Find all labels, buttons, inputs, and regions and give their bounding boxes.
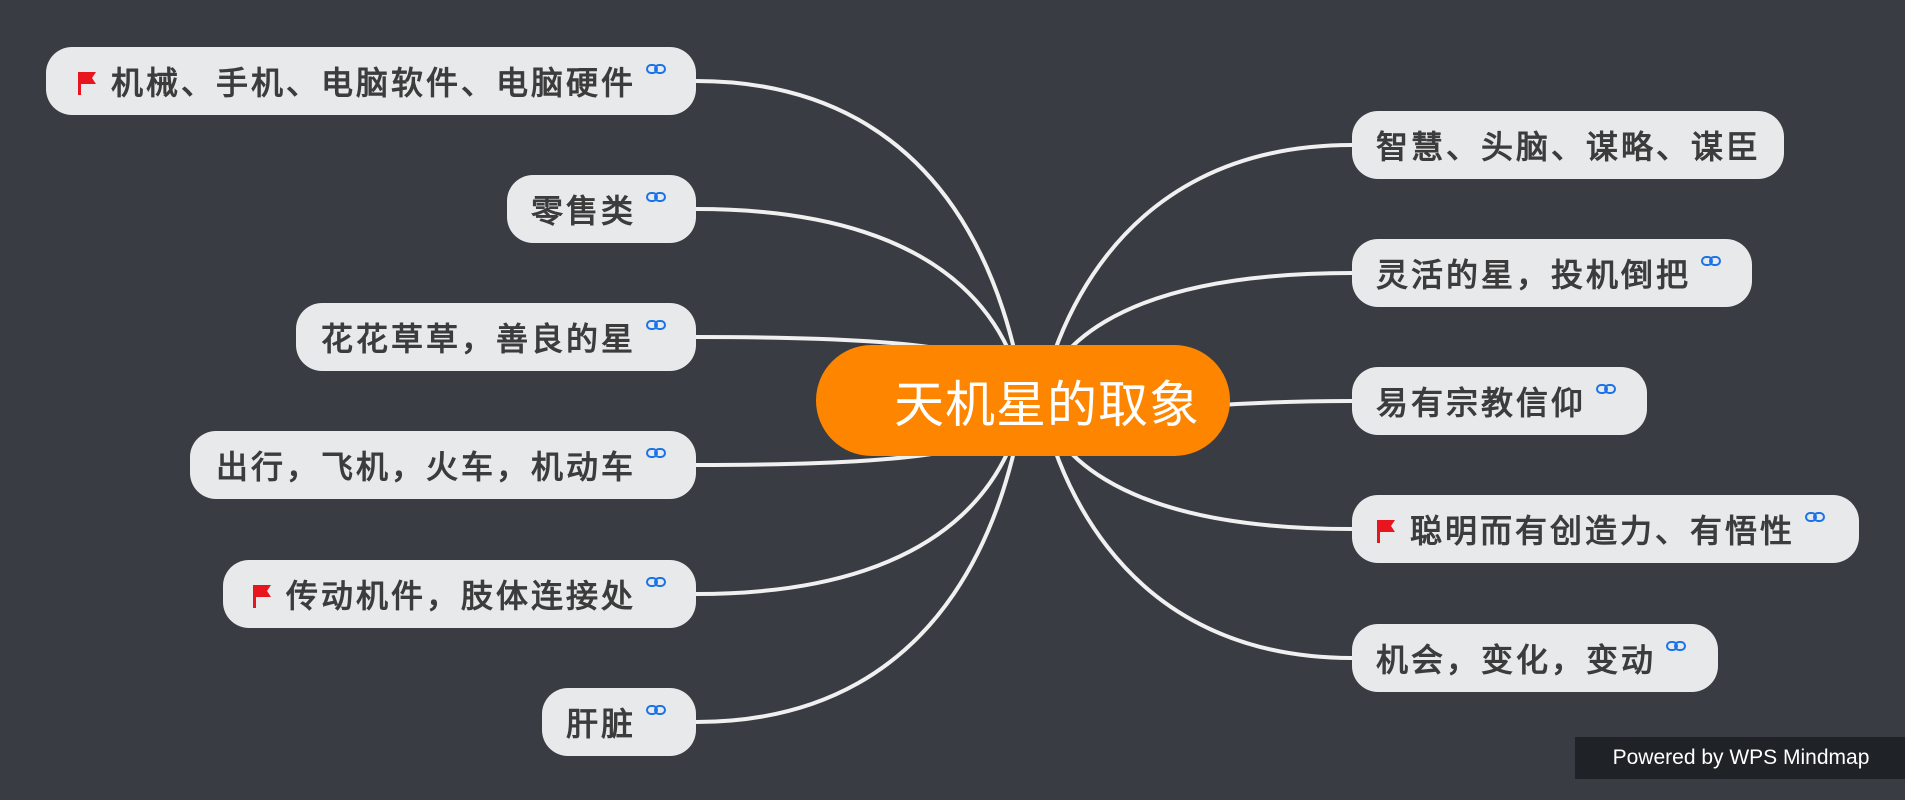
topic-label: 机会，变化，变动 (1376, 641, 1657, 679)
topic-label: 传动机件，肢体连接处 (285, 577, 636, 615)
link-icon[interactable] (646, 190, 666, 204)
link-icon[interactable] (1701, 254, 1722, 268)
topic-liver[interactable]: 肝脏 (542, 688, 696, 756)
topic-label: 智慧、头脑、谋略、谋臣 (1376, 128, 1762, 166)
topic-label: 易有宗教信仰 (1376, 384, 1587, 422)
topic-flexible[interactable]: 灵活的星，投机倒把 (1352, 239, 1752, 307)
topic-opportunity[interactable]: 机会，变化，变动 (1352, 624, 1718, 692)
topic-creativity[interactable]: 聪明而有创造力、有悟性 (1352, 495, 1859, 563)
topic-label: 肝脏 (566, 705, 637, 743)
topic-flowers[interactable]: 花花草草，善良的星 (296, 303, 696, 371)
topic-retail[interactable]: 零售类 (507, 175, 696, 243)
watermark-text: Powered by WPS Mindmap (1612, 746, 1870, 769)
link-icon[interactable] (1596, 382, 1617, 396)
link-icon[interactable] (646, 703, 666, 717)
link-icon[interactable] (1666, 639, 1687, 653)
topic-wisdom[interactable]: 智慧、头脑、谋略、谋臣 (1352, 111, 1784, 179)
topic-label: 机械、手机、电脑软件、电脑硬件 (110, 64, 636, 102)
topic-label: 灵活的星，投机倒把 (1376, 256, 1692, 294)
link-icon[interactable] (646, 446, 666, 460)
link-icon[interactable] (1805, 510, 1826, 524)
topic-label: 聪明而有创造力、有悟性 (1410, 512, 1796, 550)
wps-watermark: Powered by WPS Mindmap (1575, 737, 1905, 779)
flag-icon (77, 72, 96, 95)
flag-icon (252, 585, 271, 608)
central-topic[interactable]: 天机星的取象 (816, 345, 1230, 456)
topic-label: 花花草草，善良的星 (320, 320, 636, 358)
topic-religion[interactable]: 易有宗教信仰 (1352, 367, 1647, 435)
topic-label: 零售类 (531, 192, 637, 230)
topic-travel[interactable]: 出行，飞机，火车，机动车 (190, 431, 696, 499)
central-topic-label: 天机星的取象 (894, 375, 1200, 434)
link-icon[interactable] (646, 575, 666, 589)
link-icon[interactable] (646, 62, 666, 76)
topic-transmission[interactable]: 传动机件，肢体连接处 (223, 560, 696, 628)
topic-label: 出行，飞机，火车，机动车 (215, 448, 636, 486)
topic-machinery[interactable]: 机械、手机、电脑软件、电脑硬件 (46, 47, 696, 115)
link-icon[interactable] (646, 318, 666, 332)
flag-icon (1377, 520, 1395, 543)
